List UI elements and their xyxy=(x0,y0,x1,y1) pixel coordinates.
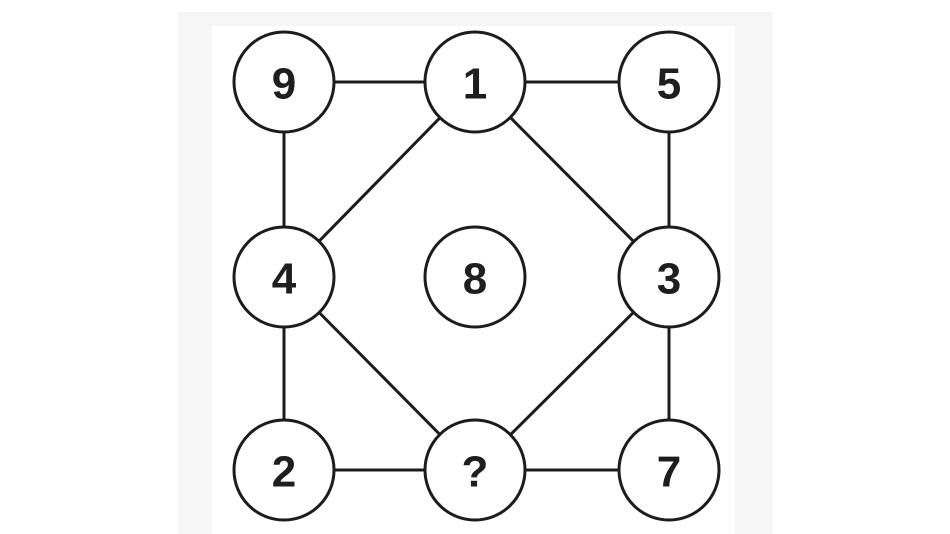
node-bottom-center: ? xyxy=(423,418,527,522)
node-circle xyxy=(617,30,721,134)
node-circle xyxy=(232,30,336,134)
node-bottom-left: 2 xyxy=(232,418,336,522)
node-circle xyxy=(232,418,336,522)
node-number-label: 3 xyxy=(657,255,681,304)
node-circle xyxy=(423,225,527,329)
node-circle xyxy=(617,418,721,522)
node-top-left: 9 xyxy=(232,30,336,134)
unknown-number-label: ? xyxy=(462,448,489,497)
node-number-label: 7 xyxy=(657,448,681,497)
node-middle-left: 4 xyxy=(232,225,336,329)
number-circles: 9 1 5 4 8 3 2? 7 xyxy=(232,30,721,522)
node-number-label: 5 xyxy=(657,60,681,109)
node-bottom-right: 7 xyxy=(617,418,721,522)
node-number-label: 2 xyxy=(272,448,296,497)
node-number-label: 9 xyxy=(272,60,296,109)
node-number-label: 8 xyxy=(463,255,487,304)
node-circle xyxy=(423,418,527,522)
node-middle-right: 3 xyxy=(617,225,721,329)
node-circle xyxy=(617,225,721,329)
node-number-label: 1 xyxy=(463,60,487,109)
node-top-center: 1 xyxy=(423,30,527,134)
node-circle xyxy=(423,30,527,134)
node-center: 8 xyxy=(423,225,527,329)
node-top-right: 5 xyxy=(617,30,721,134)
node-number-label: 4 xyxy=(272,255,297,304)
node-circle xyxy=(232,225,336,329)
